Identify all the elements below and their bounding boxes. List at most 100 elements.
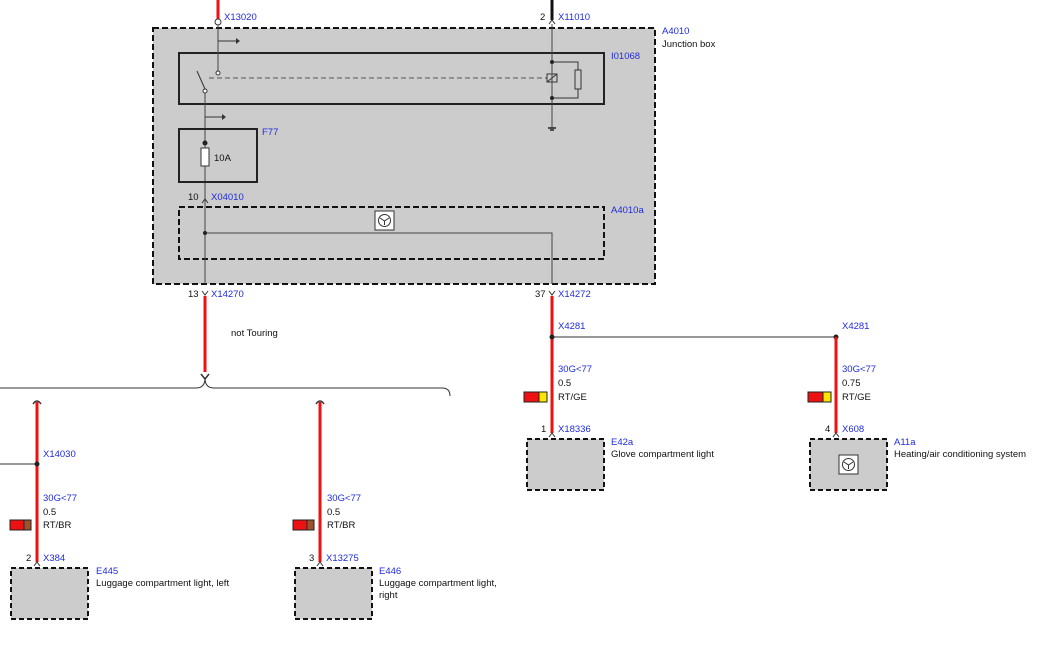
internal-connector-label: X04010 [211, 192, 244, 203]
component-e446[interactable]: E446 Luggage compartment light, right [294, 566, 497, 620]
component-e445[interactable]: E445 Luggage compartment light, left [10, 566, 229, 620]
component-e446-id: E446 [379, 566, 401, 577]
component-e42a-id: E42a [611, 437, 634, 448]
branch-arrow-top-head [236, 38, 240, 44]
relay-resistor-branch [552, 61, 579, 99]
ground-symbol [548, 127, 556, 131]
wire-e42a-size: 0.5 [558, 378, 571, 389]
a11a-connector: X608 [842, 424, 864, 435]
relay-node-bottom [550, 96, 554, 100]
out-right-connector: X14272 [558, 289, 591, 300]
relay-i01068[interactable]: I01068 [178, 51, 640, 105]
wire-e445-circuit: 30G<77 [43, 493, 77, 504]
module-id: A4010a [611, 205, 644, 216]
out-right-pin: 37 [535, 289, 546, 300]
connector-top-e445-branch [32, 400, 42, 405]
e445-connector: X384 [43, 553, 65, 564]
swatch-e42a-primary [523, 391, 540, 403]
splice-x4281-label-left: X4281 [558, 321, 585, 332]
relay-node-top [550, 60, 554, 64]
component-e445-name: Luggage compartment light, left [96, 578, 229, 589]
a11a-control-icon-dial [842, 458, 855, 471]
wire-e446-circuit: 30G<77 [327, 493, 361, 504]
connector-x13020-label: X13020 [224, 12, 257, 23]
swatch-e445-primary [9, 519, 25, 531]
module-control-icon-dial [378, 214, 391, 227]
variant-brace-mark [200, 373, 210, 381]
e42a-pin: 1 [541, 424, 546, 435]
e446-connector: X13275 [326, 553, 359, 564]
component-a11a-id: A11a [894, 437, 916, 448]
swatch-a11a-secondary [822, 391, 832, 403]
variant-brace [0, 377, 451, 397]
relay-resistor-icon [574, 69, 582, 90]
out-left-pin: 13 [188, 289, 199, 300]
connector-x13020-pin [214, 18, 222, 26]
e42a-connector: X18336 [558, 424, 591, 435]
branch-arrow-mid-head [222, 114, 226, 120]
module-a4010a[interactable]: A4010a [178, 200, 644, 284]
internal-connector-symbol [201, 198, 209, 204]
connector-x11010-label: X11010 [558, 12, 590, 23]
junction-box-id: A4010 [662, 26, 689, 37]
splice-x4281-label-right: X4281 [842, 321, 869, 332]
module-outline [178, 206, 605, 260]
out-left-connector: X14270 [211, 289, 244, 300]
component-a11a[interactable]: A11a Heating/air conditioning system [809, 437, 1026, 491]
wire-a11a-color-code: RT/GE [842, 392, 871, 403]
wire-e446-color-code: RT/BR [327, 520, 355, 531]
a11a-connector-symbol [832, 432, 840, 438]
wire-e42a-color-code: RT/GE [558, 392, 587, 403]
wire-e446-size: 0.5 [327, 507, 340, 518]
junction-box-outline [152, 27, 656, 285]
module-internal-wire [204, 200, 553, 284]
component-a11a-name: Heating/air conditioning system [894, 449, 1026, 460]
fuse-f77[interactable]: F77 10A [178, 127, 278, 183]
fuse-rating: 10A [214, 153, 232, 164]
e446-pin: 3 [309, 553, 314, 564]
swatch-a11a-primary [807, 391, 824, 403]
out-left-connector-symbol [201, 290, 209, 296]
wire-e445-color-code: RT/BR [43, 520, 71, 531]
component-e42a-name: Glove compartment light [611, 449, 714, 460]
module-internal-node [203, 231, 207, 235]
fuse-outline [178, 128, 258, 183]
internal-pin-number: 10 [188, 192, 199, 203]
component-e446-name-line1: Luggage compartment light, [379, 578, 497, 589]
swatch-e446-secondary [306, 519, 315, 531]
swatch-e446-primary [292, 519, 308, 531]
connector-top-e446-branch [315, 400, 325, 405]
junction-box-a4010[interactable]: A4010 Junction box [152, 26, 716, 285]
a11a-pin: 4 [825, 424, 830, 435]
component-e42a[interactable]: E42a Glove compartment light [526, 437, 714, 491]
relay-outline [178, 52, 605, 105]
wire-a11a-color-swatch [807, 391, 832, 403]
connector-x11010-symbol [548, 19, 556, 25]
switch-contact-bottom [202, 88, 208, 94]
component-e445-box [10, 567, 89, 620]
wire-a11a-circuit: 30G<77 [842, 364, 876, 375]
fuse-node [202, 140, 208, 146]
variant-note: not Touring [231, 328, 278, 339]
e445-pin: 2 [26, 553, 31, 564]
connector-x11010-pin: 2 [540, 12, 545, 23]
component-e42a-box [526, 438, 605, 491]
switch-contact-top [215, 70, 221, 76]
e446-connector-symbol [316, 561, 324, 567]
junction-box-name: Junction box [662, 39, 716, 50]
wire-e42a-circuit: 30G<77 [558, 364, 592, 375]
wire-e445-size: 0.5 [43, 507, 56, 518]
swatch-e42a-secondary [538, 391, 548, 403]
e445-connector-symbol [33, 561, 41, 567]
component-e445-id: E445 [96, 566, 118, 577]
fuse-id: F77 [262, 127, 278, 138]
component-e446-box [294, 567, 373, 620]
wire-e446-color-swatch [292, 519, 315, 531]
component-e446-name-line2: right [379, 590, 398, 601]
relay-switch-blade [196, 70, 206, 90]
relay-id: I01068 [611, 51, 640, 62]
splice-x14030-node [34, 461, 40, 467]
fuse-icon [200, 147, 210, 167]
wire-e445-color-swatch [9, 519, 32, 531]
